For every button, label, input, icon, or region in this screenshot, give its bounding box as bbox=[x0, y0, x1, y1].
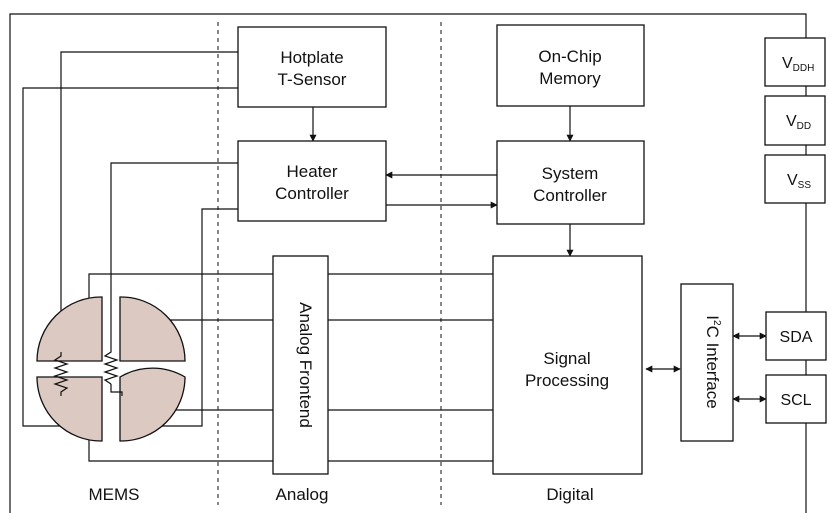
signal-processing-line2: Processing bbox=[525, 371, 609, 390]
resistor-center-icon bbox=[103, 348, 119, 385]
section-label-mems: MEMS bbox=[89, 485, 140, 504]
pin-vss: VSS bbox=[764, 154, 826, 204]
pin-vss-label: VSS bbox=[787, 172, 811, 191]
pin-vdd: VDD bbox=[764, 95, 826, 146]
hotplate-sensor-block: Hotplate T-Sensor bbox=[237, 26, 387, 108]
mems-quadrant-top-right bbox=[119, 296, 186, 362]
pin-scl-label: SCL bbox=[780, 392, 811, 409]
system-controller-block: System Controller bbox=[496, 140, 645, 225]
mems-quadrant-top-left bbox=[36, 296, 103, 362]
analog-digital-wires bbox=[328, 273, 493, 462]
system-controller-line2: Controller bbox=[533, 186, 607, 205]
mems-quadrant-bottom-left bbox=[36, 376, 103, 442]
heater-controller-line2: Controller bbox=[275, 184, 349, 203]
section-label-digital: Digital bbox=[546, 485, 593, 504]
mems-analog-wires bbox=[88, 273, 273, 462]
heater-controller-line1: Heater bbox=[286, 162, 337, 181]
analog-frontend-block: Analog Frontend bbox=[272, 255, 329, 475]
section-label-analog: Analog bbox=[276, 485, 329, 504]
signal-processing-block: Signal Processing bbox=[492, 255, 643, 475]
memory-line2: Memory bbox=[539, 69, 601, 88]
pin-sda-label: SDA bbox=[780, 329, 813, 346]
mems-control-wires bbox=[22, 51, 238, 427]
signal-arrows bbox=[309, 106, 767, 403]
hotplate-sensor-line1: Hotplate bbox=[280, 48, 343, 67]
on-chip-memory-block: On-Chip Memory bbox=[496, 24, 645, 107]
mems-sensor bbox=[36, 296, 186, 442]
pin-vddh: VDDH bbox=[764, 37, 826, 87]
chip-outline bbox=[9, 13, 807, 513]
pin-sda: SDA bbox=[765, 311, 827, 361]
i2c-interface-block: I2C Interface bbox=[680, 283, 734, 442]
pin-vddh-label: VDDH bbox=[782, 55, 814, 74]
pin-scl: SCL bbox=[765, 374, 827, 424]
system-controller-line1: System bbox=[542, 164, 599, 183]
analog-frontend-label: Analog Frontend bbox=[296, 302, 315, 428]
signal-processing-line1: Signal bbox=[543, 349, 590, 368]
memory-line1: On-Chip bbox=[538, 47, 601, 66]
i2c-interface-label: I2C Interface bbox=[703, 315, 722, 408]
resistor-left-icon bbox=[53, 352, 69, 396]
pin-vdd-label: VDD bbox=[786, 113, 811, 132]
mems-quadrant-bottom-right bbox=[119, 367, 186, 442]
heater-controller-block: Heater Controller bbox=[237, 140, 387, 222]
hotplate-sensor-line2: T-Sensor bbox=[278, 70, 347, 89]
